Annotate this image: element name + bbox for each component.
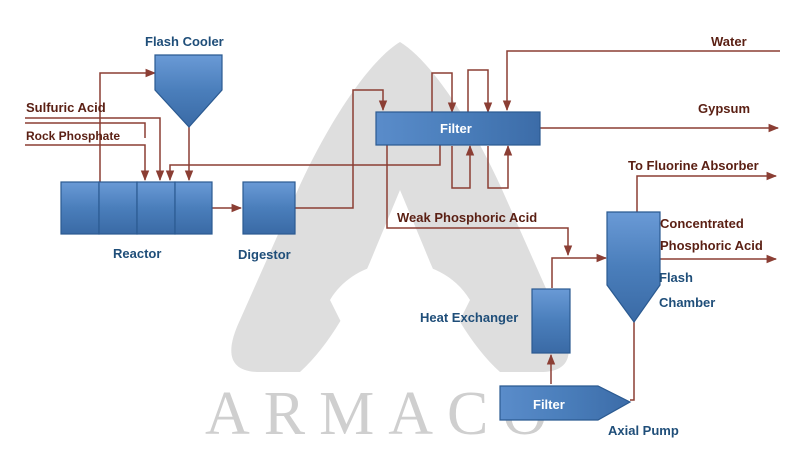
flash-chamber-label-line1: Flash [659, 270, 693, 285]
to-fluorine-absorber-label: To Fluorine Absorber [628, 158, 759, 173]
axial-pump-unit [499, 385, 632, 421]
rock-phosphate-line [25, 144, 150, 182]
flash-chamber-to-pump [630, 318, 635, 401]
water-line [502, 50, 780, 112]
to-fluorine-absorber-line [636, 171, 778, 212]
heat-exchanger-unit [531, 288, 571, 354]
watermark-text: ARMACO [205, 380, 561, 448]
flash-cooler-vessel [154, 54, 223, 128]
flash-chamber-vessel [606, 211, 661, 324]
digestor-to-filter [295, 89, 388, 209]
rock-phosphate-branch [25, 122, 146, 138]
digestor-vessel [242, 181, 296, 235]
weak-phosphoric-acid-line [386, 145, 573, 257]
reactor-to-flash-cooler [99, 68, 157, 182]
filter-bottom-label: Filter [533, 397, 565, 412]
reactor-vessel [60, 181, 213, 235]
sulfuric-acid-label: Sulfuric Acid [26, 100, 106, 115]
filter-loop-bottom-2 [487, 144, 513, 189]
water-label: Water [711, 34, 747, 49]
reactor-label: Reactor [113, 246, 161, 261]
filter-loop-bottom-1 [451, 144, 475, 189]
concentrated-acid-label-line2: Phosphoric Acid [660, 238, 763, 253]
digestor-label: Digestor [238, 247, 291, 262]
flash-chamber-label-line2: Chamber [659, 295, 715, 310]
heat-exchanger-label: Heat Exchanger [420, 310, 518, 325]
rock-phosphate-label: Rock Phosphate [26, 129, 120, 143]
gypsum-label: Gypsum [698, 101, 750, 116]
stream-pipes [25, 50, 780, 401]
watermark-logo [231, 42, 569, 372]
sulfuric-acid-line [25, 117, 165, 182]
filter-loop-top-2 [467, 69, 493, 114]
axial-pump-label: Axial Pump [608, 423, 679, 438]
filter-top-label: Filter [440, 121, 472, 136]
filter-top-unit [375, 111, 541, 146]
flash-cooler-label: Flash Cooler [145, 34, 224, 49]
filter-loop-top-1 [431, 72, 457, 114]
heat-exchanger-to-flash [551, 253, 608, 288]
concentrated-acid-label-line1: Concentrated [660, 216, 744, 231]
filter-return-line [165, 145, 441, 182]
weak-phosphoric-acid-label: Weak Phosphoric Acid [397, 210, 537, 225]
